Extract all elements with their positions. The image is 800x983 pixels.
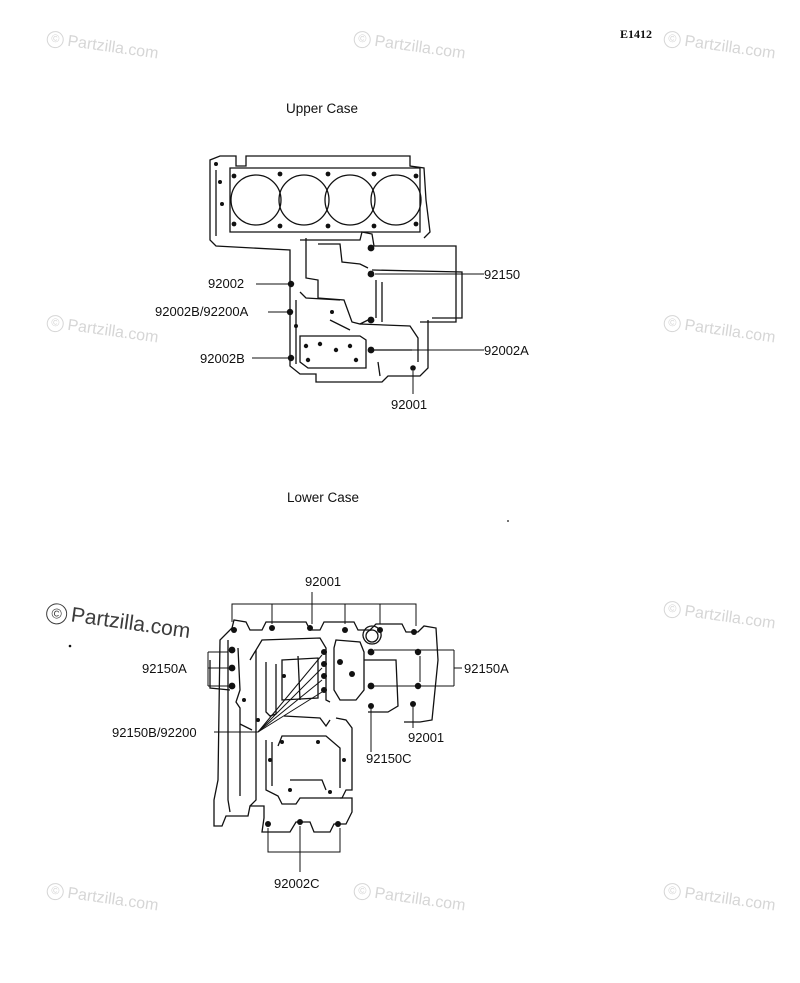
callout-label: 92001 — [408, 730, 445, 745]
leader-line — [257, 691, 323, 733]
callout-label: 92150A — [142, 661, 187, 676]
section-title-lower-case: Lower Case — [287, 490, 360, 505]
callout-label: 92002B — [200, 351, 245, 366]
callout-label: 92002A — [484, 343, 529, 358]
callout-label: 92002C — [274, 876, 320, 891]
callout-label: 92150C — [366, 751, 412, 766]
callout-label: 92150 — [484, 267, 521, 282]
leader-line — [257, 667, 323, 733]
section-title-upper-case: Upper Case — [286, 101, 359, 116]
leader-line — [267, 828, 341, 853]
callout-label: 92150A — [464, 661, 509, 676]
callout-label: 92002 — [208, 276, 245, 291]
callout-label: 92150B/92200 — [112, 725, 197, 740]
leader-line — [257, 654, 323, 733]
callout-label: 92002B/92200A — [155, 304, 249, 319]
leader-line — [231, 603, 417, 626]
drawing-code: E1412 — [620, 27, 653, 41]
callout-label: 92001 — [391, 397, 428, 412]
callout-label: 92001 — [305, 574, 342, 589]
leader-line — [257, 679, 323, 733]
